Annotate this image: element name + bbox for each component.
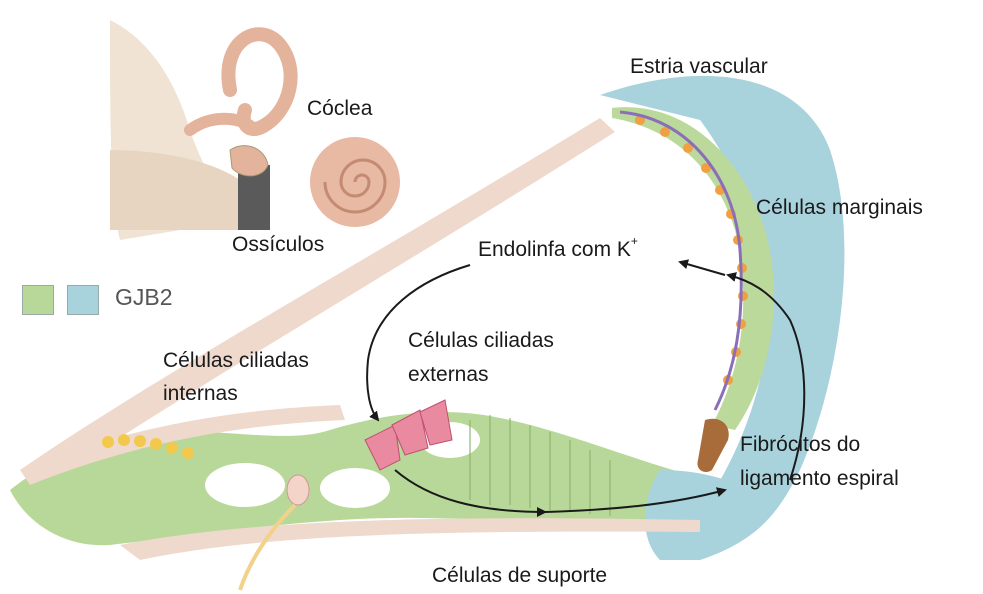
fibrocytes-region	[697, 419, 728, 472]
label-endolinfa-superscript: +	[631, 234, 638, 248]
label-celulas-marginais: Células marginais	[756, 195, 923, 220]
label-ciliadas-externas-line2: externas	[408, 362, 489, 387]
label-endolinfa: Endolinfa com K+	[478, 232, 638, 262]
label-estria-vascular: Estria vascular	[630, 54, 768, 79]
label-celulas-de-suporte: Células de suporte	[432, 563, 607, 588]
label-coclea: Cóclea	[307, 96, 372, 121]
label-endolinfa-text: Endolinfa com K	[478, 238, 631, 261]
label-fibrocitos-line1: Fibrócitos do	[740, 432, 860, 457]
legend-label-gjb2: GJB2	[115, 285, 173, 310]
label-ciliadas-internas-line1: Células ciliadas	[163, 348, 309, 373]
legend-swatch-green	[22, 285, 54, 315]
ear-inset	[110, 20, 400, 240]
ossicles	[230, 146, 268, 176]
legend-swatch-blue	[67, 285, 99, 315]
inner-hair-cell	[287, 475, 309, 505]
label-ciliadas-internas-line2: internas	[163, 381, 238, 406]
label-fibrocitos-line2: ligamento espiral	[740, 466, 899, 491]
label-ciliadas-externas-line1: Células ciliadas	[408, 328, 554, 353]
tunnel-space-1	[205, 463, 285, 507]
tunnel-space-2	[320, 468, 390, 508]
arrow-to-endolymph	[680, 262, 725, 275]
label-ossiculos: Ossículos	[232, 232, 324, 257]
